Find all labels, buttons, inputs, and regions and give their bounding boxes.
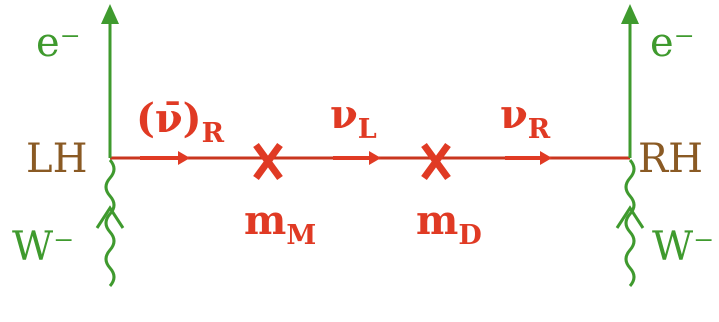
arrow-right-icon xyxy=(140,151,190,165)
propagator-label-sub: R xyxy=(528,114,551,145)
propagator-label-base: ν xyxy=(330,91,358,138)
w-label-right: W⁻ xyxy=(652,224,714,270)
propagator-label-nu-l: νL xyxy=(330,91,377,145)
propagator-label-antinu-r: (ν̄)R xyxy=(136,95,225,149)
electron-line-right xyxy=(621,4,639,158)
electron-line-left xyxy=(101,4,119,158)
propagator-label-sub: L xyxy=(358,114,377,145)
w-label-left: W⁻ xyxy=(12,224,74,270)
propagator-label-sub: R xyxy=(202,118,225,149)
lh-label: LH xyxy=(26,136,87,182)
w-boson-line-left xyxy=(104,159,116,287)
mass-label-dirac: mD xyxy=(416,197,482,251)
arrow-up-icon xyxy=(615,205,645,229)
electron-label-left: e⁻ xyxy=(36,20,81,66)
cross-icon xyxy=(253,142,283,181)
w-boson-line-right xyxy=(624,159,636,287)
mass-label-sub: D xyxy=(458,220,481,251)
arrow-right-icon xyxy=(333,151,381,165)
mass-label-majorana: mM xyxy=(244,197,316,251)
arrow-right-icon xyxy=(505,151,552,165)
mass-label-base: m xyxy=(244,197,286,244)
mass-label-sub: M xyxy=(286,220,316,251)
propagator-label-base: (ν̄) xyxy=(136,95,202,142)
rh-label: RH xyxy=(638,136,703,182)
electron-label-right: e⁻ xyxy=(650,20,695,66)
cross-icon xyxy=(421,142,451,181)
arrow-up-icon xyxy=(95,205,125,229)
propagator-label-base: ν xyxy=(500,91,528,138)
mass-label-base: m xyxy=(416,197,458,244)
propagator-label-nu-r: νR xyxy=(500,91,551,145)
